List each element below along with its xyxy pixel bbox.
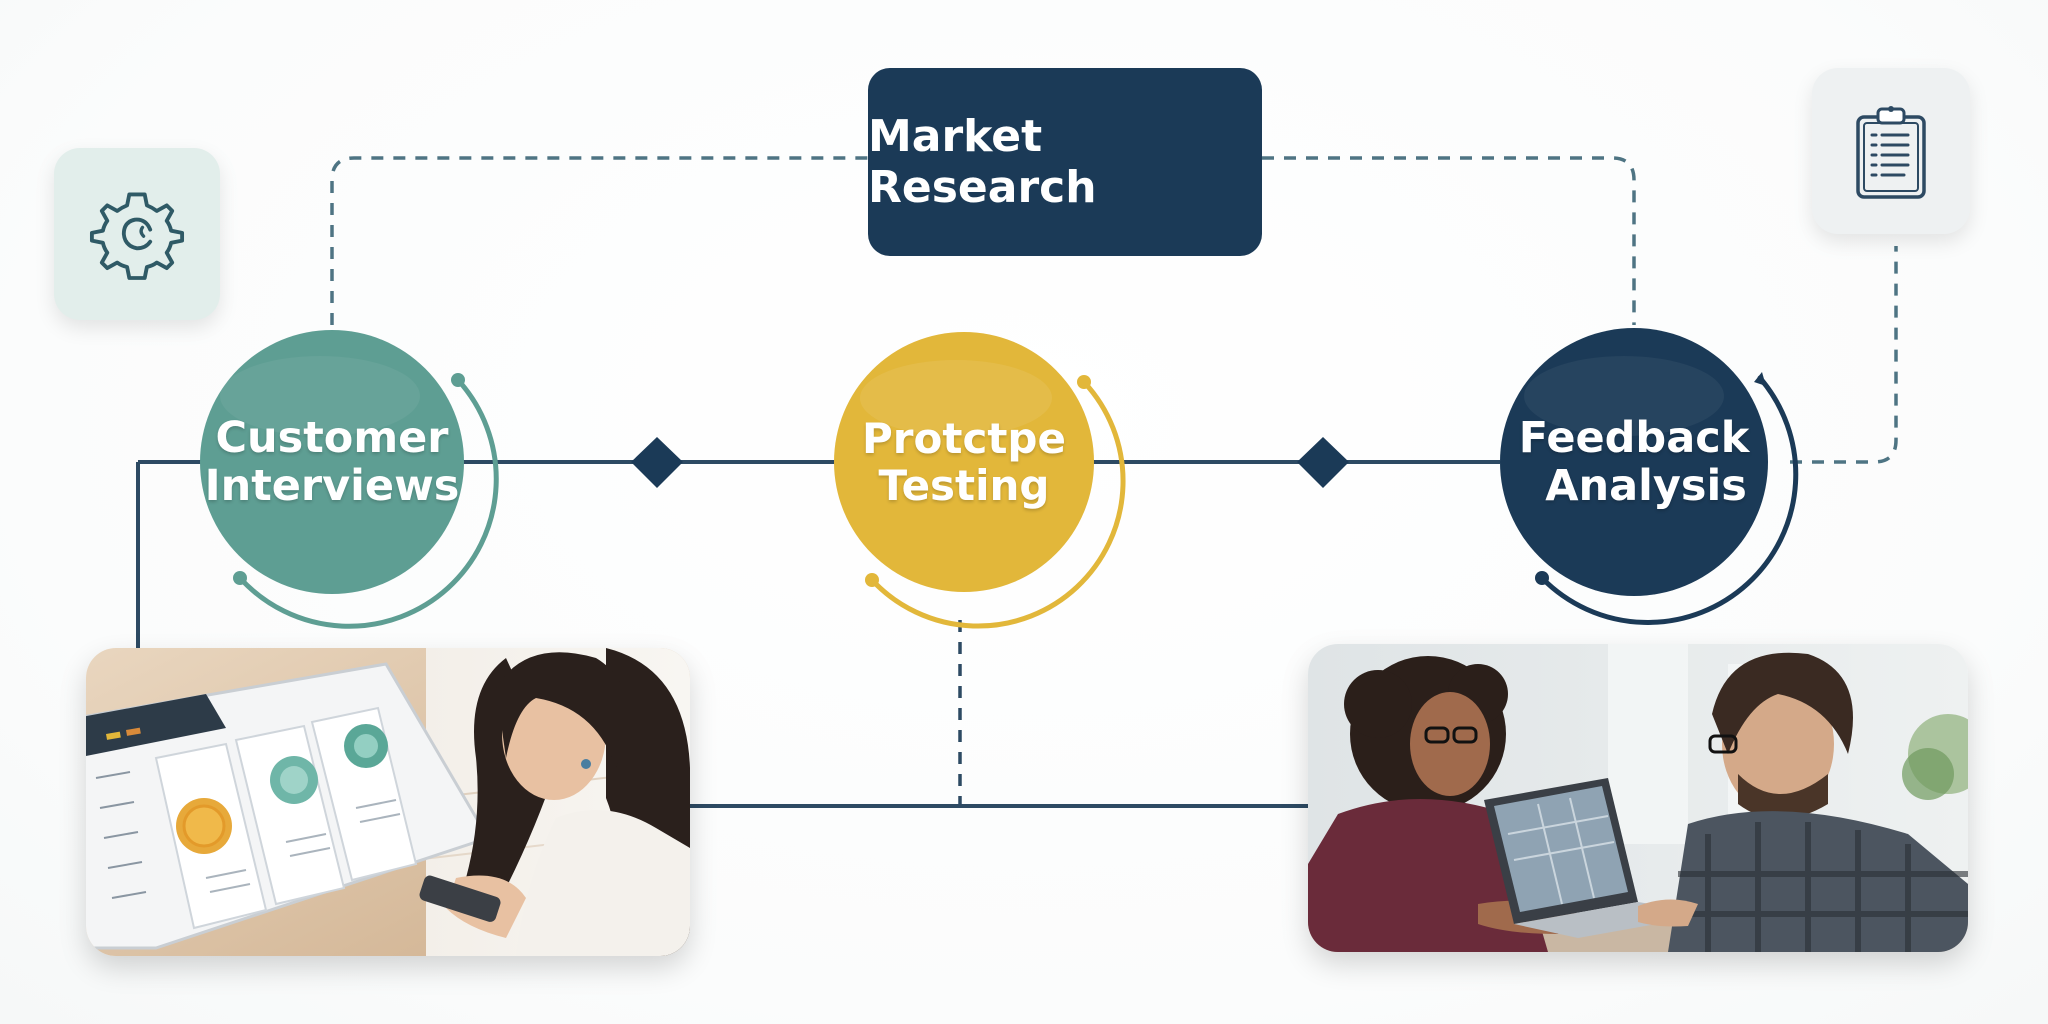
feedback-analysis-line2: Analysis (1545, 461, 1747, 511)
dashed-connector-right (1262, 156, 1636, 325)
laptop (1484, 778, 1712, 938)
market-research-text: Market Research (868, 111, 1097, 213)
node-prototype-testing (834, 332, 1126, 629)
customer-interviews-label: Customer Interviews (200, 330, 464, 594)
dashed-connector-to-clipboard (1790, 246, 1898, 464)
two-people-reviewing-laptop-photo (1308, 644, 1968, 952)
prototype-testing-line1: Protctpe (862, 413, 1066, 463)
gear-icon (89, 192, 185, 280)
prototype-testing-line2: Testing (878, 461, 1050, 510)
dashed-connector-left (330, 156, 868, 325)
woman-using-tablet-with-dashboard-photo (86, 648, 690, 956)
feedback-analysis-line1: Feedback (1518, 412, 1750, 463)
market-research-box-bg (868, 68, 1262, 256)
dashboard-tablet (86, 662, 491, 950)
market-research-label: Market Research (868, 68, 1262, 256)
node-arc-feedback (1539, 375, 1799, 625)
diamond-marker-right (1297, 437, 1349, 488)
man-in-plaid-shirt-figure (1638, 652, 1968, 952)
clipboard-icon-tile (1812, 68, 1970, 234)
customer-interviews-line1: Customer (215, 412, 449, 463)
diamond-marker-left (631, 437, 683, 488)
node-customer-interviews (200, 330, 499, 629)
prototype-testing-label: Protctpe Testing (834, 332, 1094, 592)
node-feedback-analysis (1500, 328, 1799, 625)
node-arc-prototype (869, 379, 1126, 629)
feedback-analysis-label: Feedback Analysis (1500, 328, 1768, 596)
gear-icon-tile (54, 148, 220, 320)
clipboard-checklist-icon (1856, 106, 1926, 199)
node-arc-customer (237, 377, 499, 629)
woman-figure (419, 648, 690, 956)
customer-interviews-line2: Interviews (204, 461, 460, 511)
